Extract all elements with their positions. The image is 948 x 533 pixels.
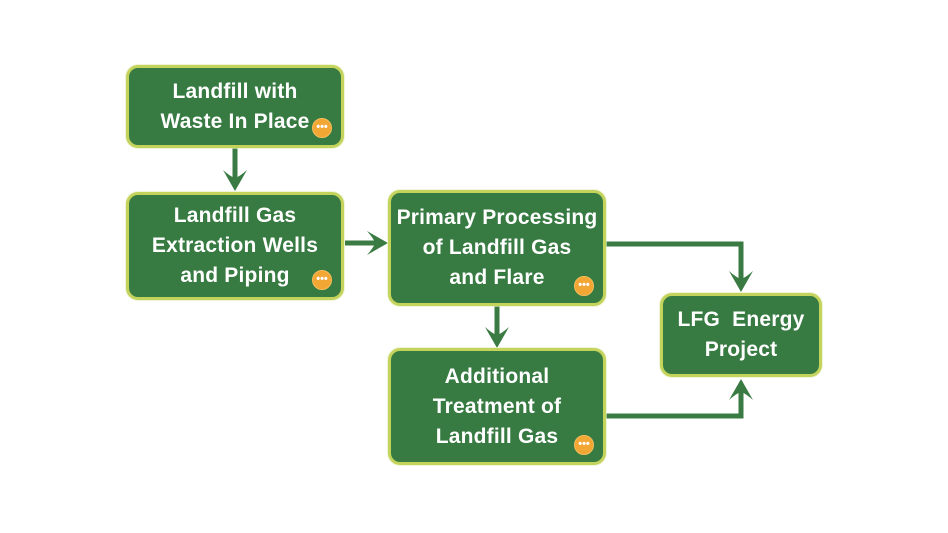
arrow-extraction-to-processing bbox=[345, 231, 388, 255]
node-label: Landfill with Waste In Place bbox=[160, 79, 310, 133]
ellipsis-icon: ••• bbox=[316, 273, 328, 285]
node-lfg-energy-project: LFG Energy Project bbox=[660, 293, 822, 377]
arrow-processing-to-project bbox=[606, 241, 753, 292]
ellipsis-icon: ••• bbox=[578, 279, 590, 291]
node-label: Landfill Gas Extraction Wells and Piping bbox=[151, 204, 319, 287]
arrow-processing-to-treatment bbox=[485, 306, 509, 348]
more-info-badge[interactable]: ••• bbox=[312, 270, 332, 290]
more-info-badge[interactable]: ••• bbox=[574, 435, 594, 455]
more-info-badge[interactable]: ••• bbox=[312, 118, 332, 138]
arrow-treatment-to-project bbox=[606, 379, 753, 419]
node-label: Primary Processing of Landfill Gas and F… bbox=[396, 206, 598, 289]
more-info-badge[interactable]: ••• bbox=[574, 276, 594, 296]
node-label: Additional Treatment of Landfill Gas bbox=[432, 364, 562, 448]
node-landfill-gas-extraction-wells-and-piping[interactable]: Landfill Gas Extraction Wells and Piping… bbox=[126, 192, 344, 300]
arrow-landfill-to-extraction bbox=[223, 148, 247, 191]
node-landfill-with-waste-in-place[interactable]: Landfill with Waste In Place ••• bbox=[126, 65, 344, 148]
node-primary-processing-of-landfill-gas-and-flare[interactable]: Primary Processing of Landfill Gas and F… bbox=[388, 190, 606, 306]
node-label: LFG Energy Project bbox=[677, 308, 805, 361]
node-additional-treatment-of-landfill-gas[interactable]: Additional Treatment of Landfill Gas ••• bbox=[388, 348, 606, 465]
ellipsis-icon: ••• bbox=[316, 121, 328, 133]
ellipsis-icon: ••• bbox=[578, 438, 590, 450]
